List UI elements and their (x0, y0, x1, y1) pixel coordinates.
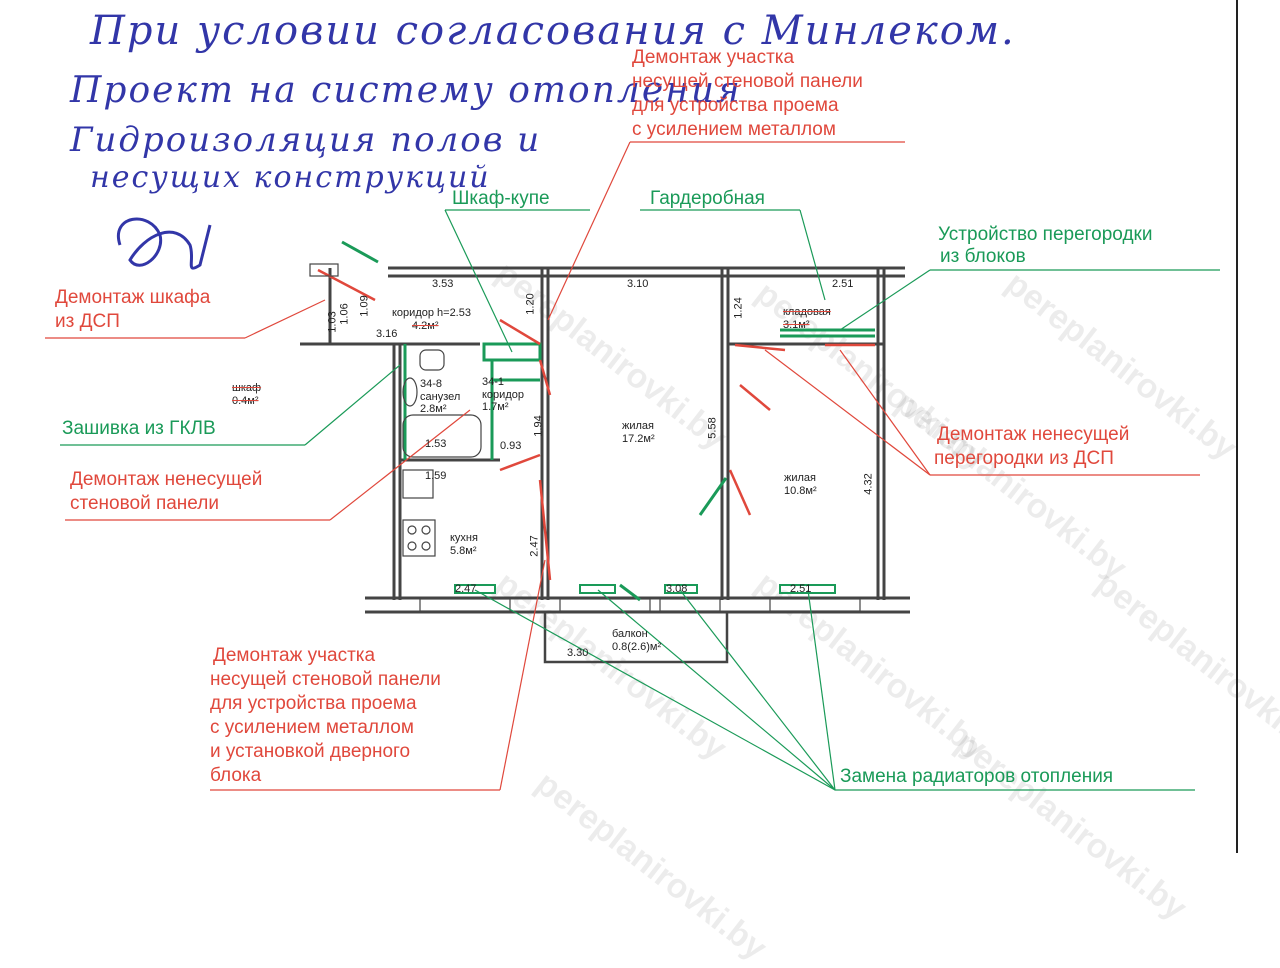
room-bathroom: 34-8 санузел 2.8м² (420, 378, 461, 416)
callout-dressing-room: Гардеробная (650, 188, 765, 209)
handwritten-note-line1: При условии согласования с Минлеком. (90, 8, 1016, 54)
callout-demolition-top-line4: с усилением металлом (632, 119, 836, 140)
room-living-1: жилая 17.2м² (622, 420, 655, 445)
floor-plan-page: pereplanirovki.by pereplanirovki.by pere… (45, 0, 1280, 967)
callout-remove-partition-line1: Демонтаж ненесущей (937, 424, 1130, 445)
bathroom-fixtures (309, 263, 482, 557)
dimension-label: 2.47 (455, 583, 477, 595)
dimension-label: 2.51 (790, 583, 812, 595)
callout-demolition-bottom-line1: Демонтаж участка (213, 645, 376, 666)
room-storage: кладовая 3.1м² (783, 306, 831, 331)
dimension-label: 1.09 (358, 295, 371, 317)
callout-demolition-bottom-line2: несущей стеновой панели (210, 669, 441, 690)
callout-demolition-top-line2: несущей стеновой панели (632, 71, 863, 92)
dimension-label: 1.59 (425, 470, 447, 482)
callout-demolition-bottom-line6: блока (210, 765, 262, 786)
callout-gklv-cladding: Зашивка из ГКЛВ (62, 418, 216, 439)
callout-demolition-bottom-line4: с усилением металлом (210, 717, 414, 738)
dimension-label: 1.20 (524, 293, 537, 315)
handwritten-note-line4: несущих конструкций (90, 160, 491, 195)
dimension-label: 1.94 (532, 415, 545, 437)
room-corridor-2: 34-1 коридор 1.7м² (482, 376, 524, 414)
callout-remove-panel-line2: стеновой панели (70, 493, 219, 514)
dimension-label: 3.53 (432, 278, 454, 290)
dimension-label: 2.47 (528, 535, 541, 557)
dimension-label: 5.58 (706, 417, 719, 439)
room-living-2: жилая 10.8м² (784, 472, 817, 497)
dimension-label: 3.08 (666, 583, 688, 595)
callout-remove-wardrobe-line1: Демонтаж шкафа (55, 287, 211, 308)
callout-radiator-replacement: Замена радиаторов отопления (840, 766, 1114, 787)
leaders-red (45, 141, 1200, 791)
dimension-label: 1.53 (425, 438, 447, 450)
callout-new-partition-line1: Устройство перегородки (938, 224, 1153, 245)
callout-demolition-bottom-line5: и установкой дверного (210, 741, 411, 762)
dimension-label: 0.93 (500, 440, 522, 452)
plan-drawing (45, 141, 1220, 791)
callout-demolition-top-line3: для устройства проема (632, 95, 839, 116)
room-kitchen: кухня 5.8м² (450, 532, 478, 557)
callout-remove-panel-line1: Демонтаж ненесущей (70, 469, 263, 490)
dimension-label: 1.06 (338, 303, 351, 325)
callout-remove-wardrobe-line2: из ДСП (55, 311, 120, 332)
room-balcony: балкон 0.8(2.6)м² (612, 628, 662, 653)
dimension-label: 3.10 (627, 278, 649, 290)
callout-demolition-top-line1: Демонтаж участка (632, 47, 795, 68)
demolition-marks (317, 268, 875, 581)
handwritten-note-line2: Проект на систему отопления (70, 70, 742, 111)
callout-new-partition-line2: из блоков (940, 246, 1026, 267)
room-wardrobe: шкаф 0.4м² (232, 382, 262, 407)
dimension-label: 1.03 (326, 311, 339, 333)
callout-remove-partition-line2: перегородки из ДСП (934, 448, 1114, 469)
callout-wardrobe-coupe: Шкаф-купе (452, 188, 550, 209)
dimension-label: 4.32 (862, 473, 875, 495)
new-partitions (341, 240, 875, 602)
dimension-label: 1.24 (732, 297, 745, 319)
dimension-label: 2.51 (832, 278, 854, 290)
room-corridor: коридор h=2.53 4.2м² (392, 307, 471, 332)
radiators (454, 584, 836, 594)
callout-demolition-bottom-line3: для устройства проема (210, 693, 417, 714)
dimension-label: 3.30 (567, 647, 589, 659)
balcony-outline (543, 612, 729, 664)
page-edge (1236, 0, 1238, 853)
leaders-green (60, 209, 1220, 791)
windows (419, 598, 861, 612)
signature-icon (116, 217, 212, 270)
handwritten-note-line3: Гидроизоляция полов и (70, 120, 542, 160)
dimension-label: 3.16 (376, 328, 398, 340)
